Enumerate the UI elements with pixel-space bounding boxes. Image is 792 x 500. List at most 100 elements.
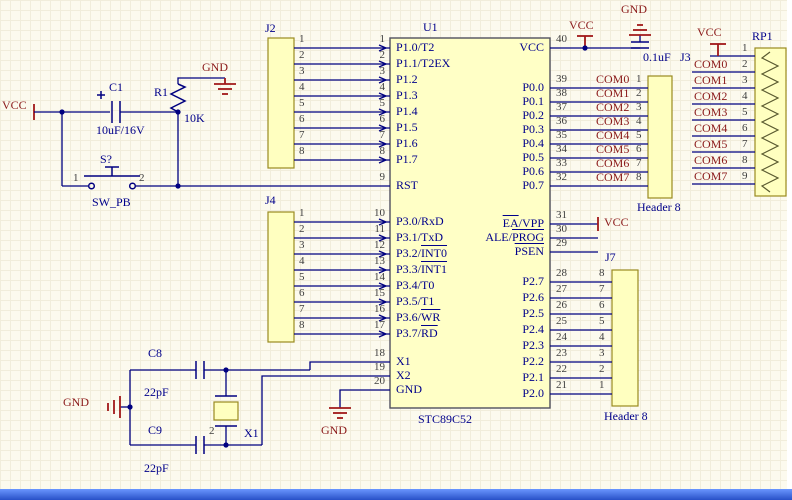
- u1-pin-number: 30: [556, 223, 567, 235]
- j3-pin-number: 5: [636, 129, 642, 141]
- sw-pb-switch[interactable]: [84, 166, 140, 190]
- c9-designator: C9: [148, 423, 163, 437]
- j3-pin-number: 7: [636, 157, 642, 169]
- u1-pin-name: X1: [396, 354, 411, 368]
- c9-value: 22pF: [144, 461, 169, 475]
- u1-pin-name: P1.2: [396, 72, 418, 86]
- u1-pin-name: P3.7/RD: [396, 326, 438, 340]
- u1-pin-name: P1.0/T2: [396, 40, 435, 54]
- r1-value: 10K: [184, 111, 205, 125]
- u1-pin-name: VCC: [519, 40, 544, 54]
- u1-pin-number: 31: [556, 209, 567, 221]
- net-label: COM6: [596, 156, 630, 170]
- x1-crystal[interactable]: [213, 370, 239, 445]
- c8-designator: C8: [148, 346, 163, 360]
- net-label: COM2: [694, 89, 728, 103]
- c9-capacitor[interactable]: [195, 436, 205, 454]
- u1-pin-name: X2: [396, 368, 411, 382]
- vcc-decoupling-circuit: [550, 24, 651, 51]
- j3-pin-number: 2: [636, 87, 642, 99]
- overbar-signal: INT1: [421, 262, 448, 276]
- u1-pin-name: P0.5: [522, 150, 544, 164]
- j2-pin-number: 4: [299, 81, 305, 93]
- u1-pin-number: 39: [556, 73, 567, 85]
- u1-pin-name: P3.2/INT0: [396, 246, 448, 260]
- vcc-net-label: VCC: [2, 98, 27, 112]
- c1-capacitor[interactable]: [97, 91, 121, 123]
- j3-pin-number: 1: [636, 73, 642, 85]
- u1-pin-number: 6: [379, 113, 386, 125]
- u1-pin-number: 32: [556, 171, 567, 183]
- u1-pin-name: P0.3: [522, 122, 544, 136]
- rp1-pin-number: 6: [742, 122, 748, 134]
- c1-value: 10uF/16V: [96, 123, 145, 137]
- u1-pin-name: P1.5: [396, 120, 418, 134]
- vcc-net-label: VCC: [604, 215, 629, 229]
- net-label: COM3: [694, 105, 728, 119]
- gnd-symbol-pin20: [329, 407, 351, 419]
- j2-pin-number: 3: [299, 65, 305, 77]
- j3-header-body[interactable]: [647, 75, 673, 199]
- j7-pin-number: 4: [599, 331, 605, 343]
- j4-designator: J4: [265, 193, 276, 207]
- j4-header-body[interactable]: [267, 211, 295, 343]
- net-label: COM2: [596, 100, 630, 114]
- rp1-pin-number: 8: [742, 154, 748, 166]
- overbar-signal: PROG: [511, 230, 544, 244]
- r1-resistor[interactable]: [169, 83, 187, 113]
- j3-comment: Header 8: [637, 200, 681, 214]
- j2-header-body[interactable]: [267, 37, 295, 169]
- j2-pin-number: 2: [299, 49, 305, 61]
- u1-pin-name: P0.1: [522, 94, 544, 108]
- rp1-vcc-wiring: [710, 43, 755, 57]
- vcc-net-label: VCC: [569, 18, 594, 32]
- c8-capacitor[interactable]: [195, 361, 205, 379]
- bottom-window-bar[interactable]: [0, 489, 792, 500]
- net-label: COM5: [596, 142, 630, 156]
- j4-pin-number: 1: [299, 207, 305, 219]
- u1-pin-name: P0.7: [522, 178, 544, 192]
- pin-direction-mark: [378, 44, 388, 52]
- u1-pin-name: P1.7: [396, 152, 418, 166]
- rp1-pin-number: 5: [742, 106, 748, 118]
- overbar-signal: INT0: [421, 246, 448, 260]
- net-label: COM1: [694, 73, 728, 87]
- pin-direction-mark: [378, 76, 388, 84]
- u1-mcu-body[interactable]: [389, 37, 551, 409]
- u1-pin-number: 38: [556, 87, 567, 99]
- u1-pin-number: 28: [556, 267, 567, 279]
- j7-pin-number: 6: [599, 299, 605, 311]
- u1-pin-number: 11: [374, 223, 385, 235]
- j3-pin-number: 3: [636, 101, 642, 113]
- pin-direction-mark: [378, 140, 388, 148]
- u1-pin-name: P2.3: [522, 338, 544, 352]
- pin-direction-mark: [378, 60, 388, 68]
- u1-pin-number: 12: [374, 239, 385, 251]
- pin-direction-mark: [378, 218, 388, 226]
- switch-part-name: SW_PB: [92, 195, 131, 209]
- decoupling-capacitor[interactable]: [631, 41, 649, 49]
- u1-pin-name: P0.0: [522, 80, 544, 94]
- u1-pin-name: P2.2: [522, 354, 544, 368]
- control-pins-wiring: [550, 217, 599, 253]
- j2-pin-number: 5: [299, 97, 305, 109]
- j2-pin-number: 6: [299, 113, 305, 125]
- net-label: COM0: [694, 57, 728, 71]
- gnd-net-label: GND: [621, 2, 647, 16]
- u1-pin-number: 25: [556, 315, 567, 327]
- u1-pin-name: P1.6: [396, 136, 418, 150]
- j7-header-body[interactable]: [611, 269, 639, 407]
- crystal-circuit: [107, 361, 390, 454]
- u1-pin-name: P0.4: [522, 136, 544, 150]
- u1-pin-name: EA/VPP: [502, 216, 544, 230]
- u1-pin-number: 7: [379, 129, 386, 141]
- reset-circuit: [33, 77, 390, 190]
- u1-pin-name: P0.2: [522, 108, 544, 122]
- u1-pin-number: 1: [379, 33, 386, 45]
- rp1-pin-number: 9: [742, 170, 748, 182]
- u1-pin-number: 9: [379, 171, 386, 183]
- rp1-respack-body[interactable]: [754, 47, 787, 197]
- j4-pin-number: 5: [299, 271, 305, 283]
- j4-pin-number: 7: [299, 303, 305, 315]
